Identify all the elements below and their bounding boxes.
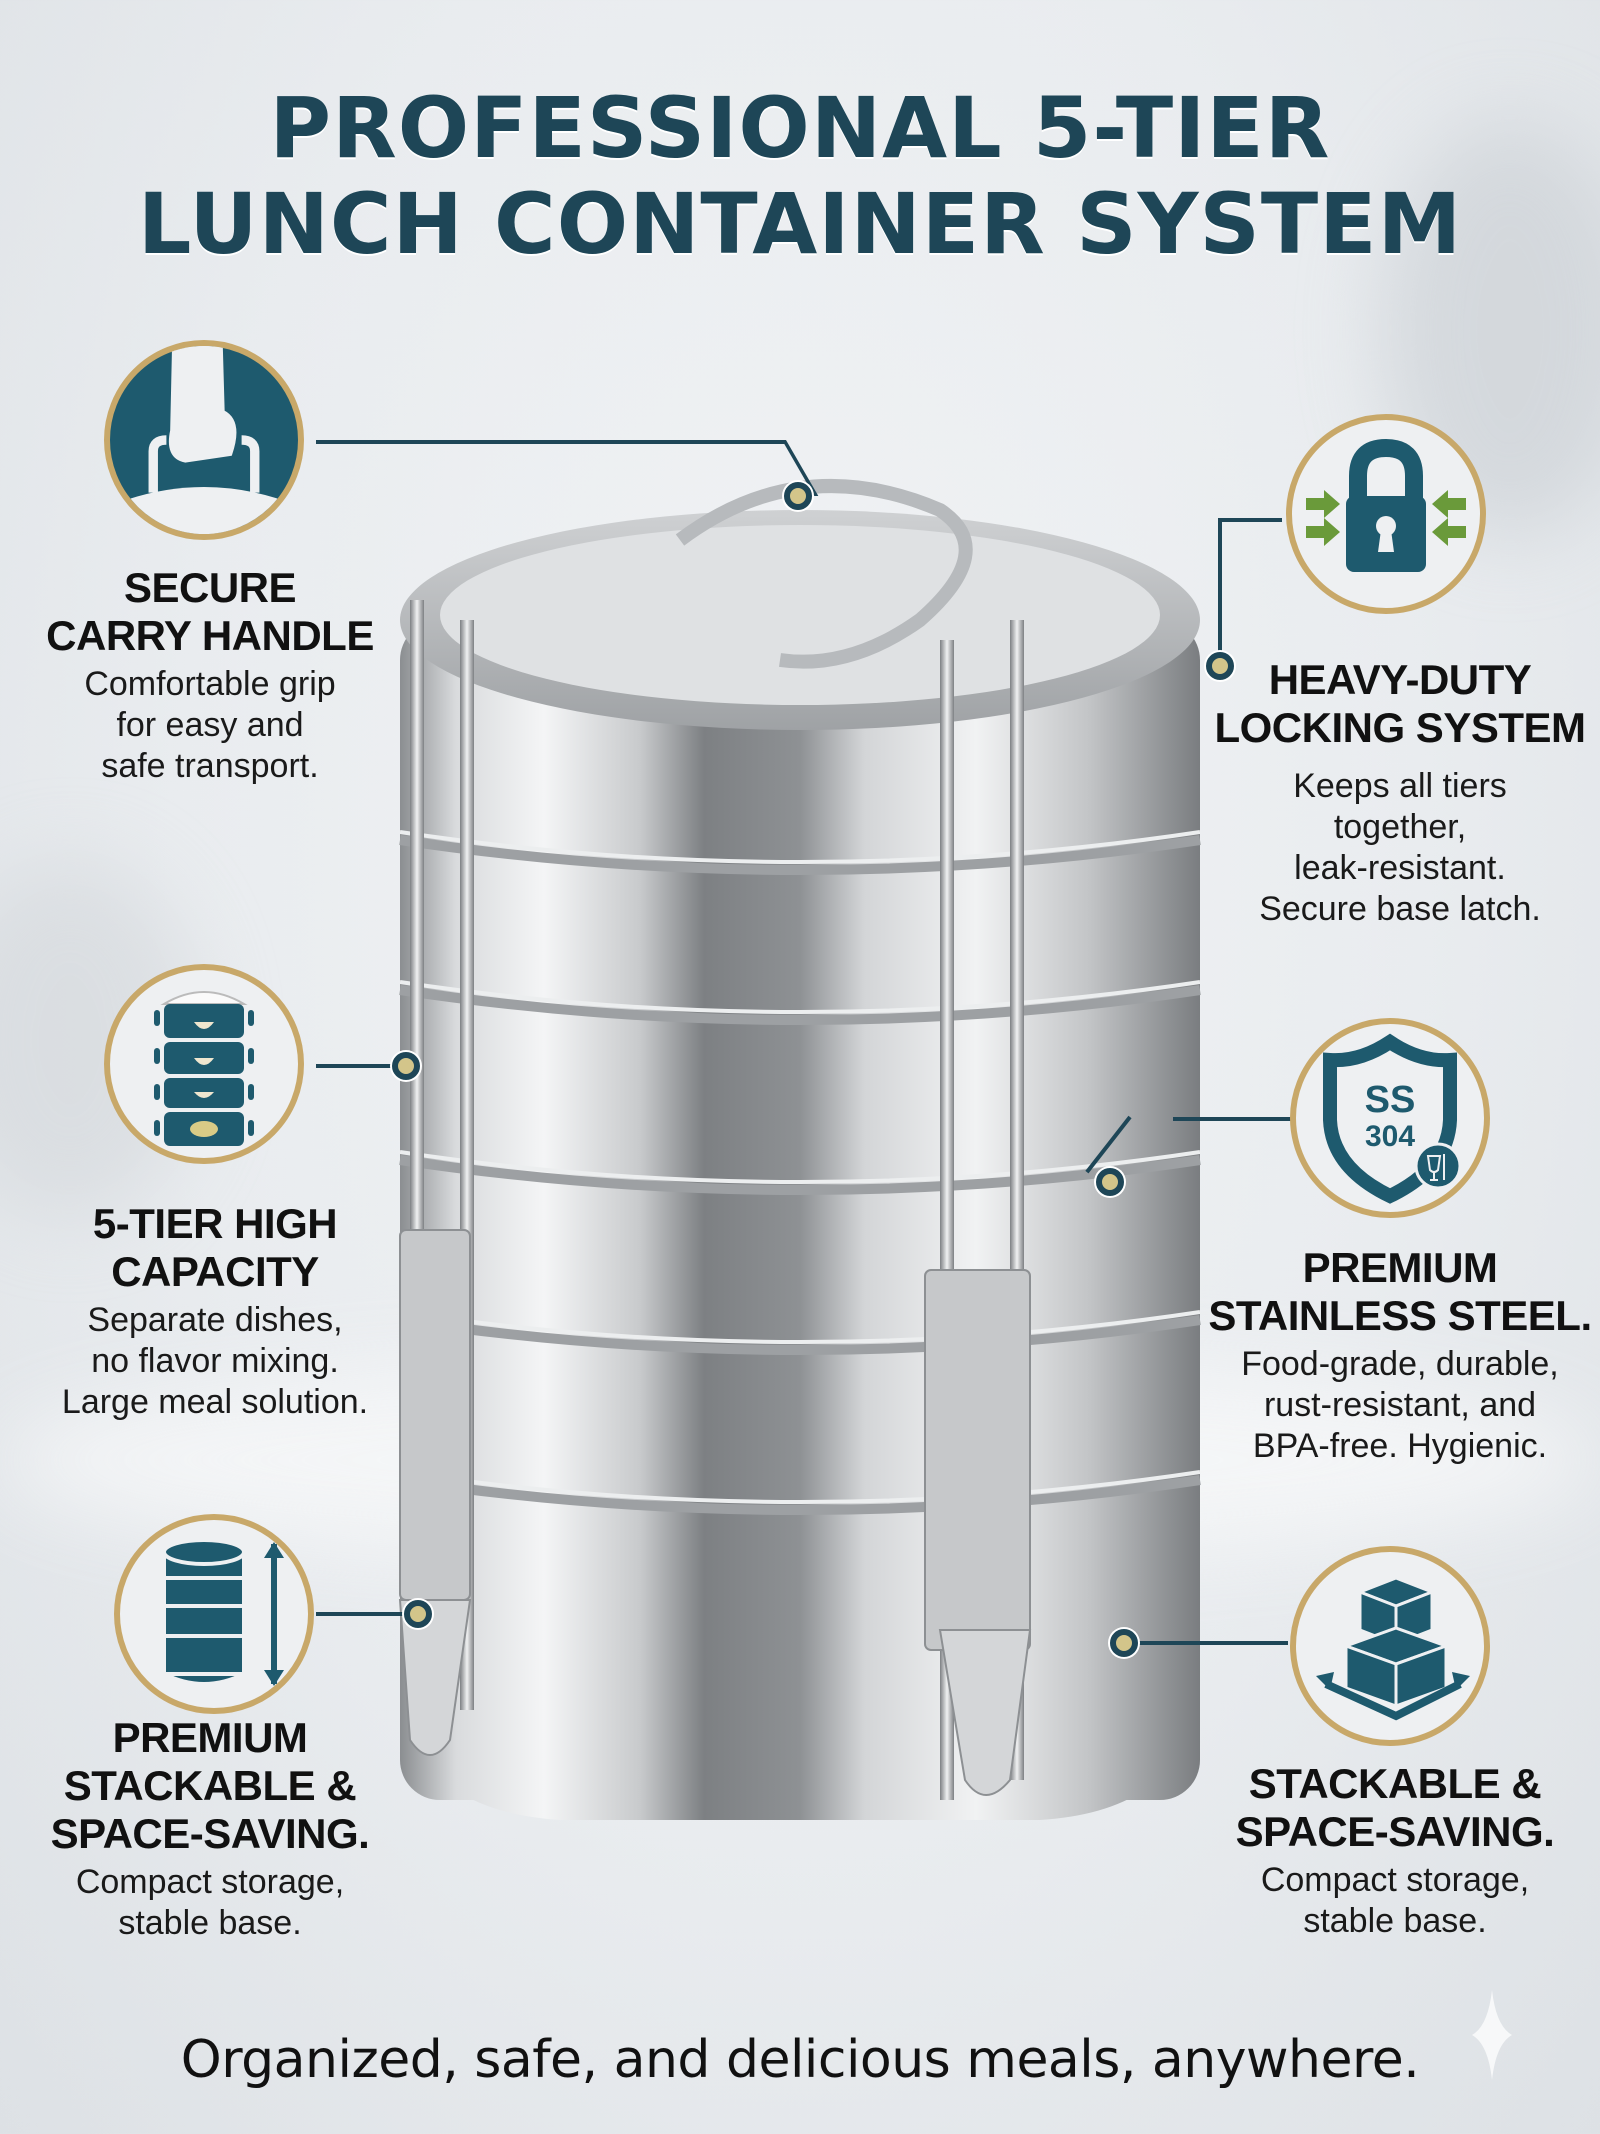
connector-line-lock [1218, 518, 1282, 522]
svg-text:304: 304 [1365, 1120, 1415, 1153]
feature-description: Food-grade, durable, rust-resistant, and… [1241, 1345, 1559, 1465]
feature-description: Compact storage, stable base. [1260, 1861, 1530, 1940]
feature-stackable: STACKABLE & SPACE-SAVING. Compact storag… [1200, 1760, 1590, 1942]
premium-stackable-icon-circle [114, 1514, 314, 1714]
page-title: PROFESSIONAL 5-TIER LUNCH CONTAINER SYST… [0, 80, 1600, 272]
high-capacity-icon-circle [104, 964, 304, 1164]
tagline: Organized, safe, and delicious meals, an… [180, 2030, 1420, 2090]
feature-description: Separate dishes, no flavor mixing. Large… [61, 1301, 369, 1421]
carry-handle-icon-circle [104, 340, 304, 540]
feature-heading: STACKABLE & SPACE-SAVING. [1235, 1760, 1555, 1855]
feature-heading: PREMIUM STAINLESS STEEL. [1208, 1244, 1592, 1339]
connector-dot-stackable [1110, 1629, 1138, 1657]
feature-heading: SECURE CARRY HANDLE [46, 564, 374, 659]
stacked-tiers-food-icon [154, 991, 254, 1146]
feature-locking-system: HEAVY-DUTY LOCKING SYSTEM Keeps all tier… [1200, 656, 1600, 930]
feature-carry-handle: SECURE CARRY HANDLE Comfortable grip for… [20, 564, 400, 787]
padlock-arrows-icon [1306, 438, 1466, 572]
connector-line-handle [316, 440, 786, 444]
feature-description: Comfortable grip for easy and safe trans… [84, 665, 336, 785]
stackable-icon-circle [1290, 1546, 1490, 1746]
stacked-cylinder-arrow-icon [162, 1538, 284, 1686]
stacked-boxes-icon [1316, 1576, 1470, 1721]
hand-grip-handle-icon [110, 346, 298, 534]
connector-line-premium-stackable [316, 1612, 406, 1616]
tiffin-product-image [398, 479, 1201, 1820]
stainless-steel-icon-circle: SS 304 [1290, 1018, 1490, 1218]
title-line-1: PROFESSIONAL 5-TIER [269, 79, 1331, 177]
ss304-shield-icon: SS 304 [1323, 1033, 1462, 1204]
locking-system-icon-circle [1286, 414, 1486, 614]
connector-dot-capacity [392, 1052, 420, 1080]
feature-stainless-steel: PREMIUM STAINLESS STEEL. Food-grade, dur… [1200, 1244, 1600, 1467]
feature-heading: PREMIUM STACKABLE & SPACE-SAVING. [50, 1714, 370, 1857]
connector-dot-handle [784, 482, 812, 510]
title-line-2: LUNCH CONTAINER SYSTEM [137, 175, 1463, 273]
feature-premium-stackable: PREMIUM STACKABLE & SPACE-SAVING. Compac… [20, 1714, 400, 1944]
feature-heading: 5-TIER HIGH CAPACITY [92, 1200, 338, 1295]
svg-text:SS: SS [1365, 1079, 1416, 1121]
connector-line-lock-vert [1218, 518, 1222, 658]
connector-line-steel [1173, 1117, 1293, 1121]
feature-heading: HEAVY-DUTY LOCKING SYSTEM [1214, 656, 1586, 751]
sparkle-icon [1472, 1990, 1512, 2080]
connector-line-capacity [316, 1064, 396, 1068]
connector-dot-lock [1206, 652, 1234, 680]
feature-description: Keeps all tiers together, leak-resistant… [1259, 767, 1541, 928]
connector-line-stackable [1136, 1641, 1288, 1645]
connector-dot-steel [1096, 1168, 1124, 1196]
feature-high-capacity: 5-TIER HIGH CAPACITY Separate dishes, no… [20, 1200, 410, 1423]
connector-dot-premium-stackable [404, 1600, 432, 1628]
feature-description: Compact storage, stable base. [75, 1863, 345, 1942]
